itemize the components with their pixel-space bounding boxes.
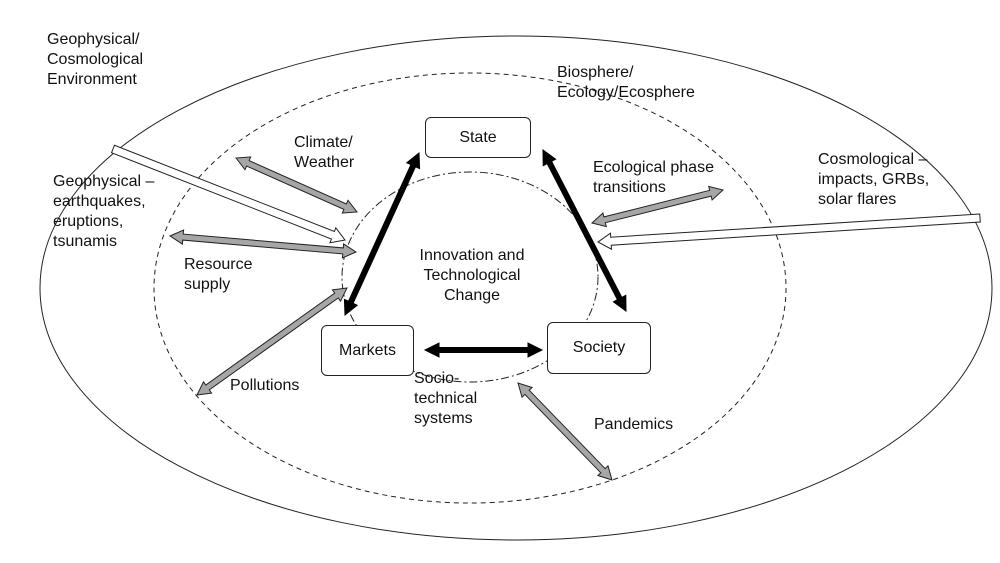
- state-society-arrow: [542, 149, 627, 312]
- pollutions-arrow: [196, 287, 348, 396]
- pandemics-arrow: [517, 382, 613, 481]
- cosmological-hazards-label: Cosmological – impacts, GRBs, solar flar…: [818, 151, 930, 208]
- resource-supply-arrow: [168, 229, 358, 259]
- state-markets-arrow: [343, 151, 421, 317]
- climate-weather-arrow: [235, 156, 358, 214]
- pandemics-label: Pandemics: [594, 416, 674, 433]
- geophysical-environment-ellipse: [39, 35, 993, 541]
- climate-weather-label: Climate/ Weather: [294, 134, 355, 171]
- markets-society-arrow: [423, 342, 544, 358]
- innovation-circle: [341, 171, 599, 383]
- resource-supply-label: Resource supply: [184, 256, 253, 293]
- geophysical-hazard-arrow: [110, 144, 346, 244]
- state-node: State: [425, 117, 531, 158]
- markets-node: Markets: [321, 325, 414, 376]
- pollutions-label: Pollutions: [230, 377, 300, 394]
- society-node: Society: [547, 322, 651, 374]
- biosphere-ellipse: [153, 72, 787, 504]
- innovation-technological-change-label: Innovation and Technological Change: [419, 247, 525, 304]
- geophysical-hazards-label: Geophysical – earthquakes, eruptions, ts…: [53, 173, 155, 250]
- cosmological-hazard-arrow: [597, 213, 981, 251]
- biosphere-ecology-label: Biosphere/ Ecology/Ecosphere: [557, 64, 695, 101]
- ecological-phase-transitions-label: Ecological phase transitions: [593, 159, 714, 196]
- geophysical-cosmological-environment-label: Geophysical/ Cosmological Environment: [47, 31, 144, 88]
- socio-technical-systems-label: Socio- technical systems: [414, 370, 478, 427]
- ecological-transitions-arrow: [590, 185, 725, 228]
